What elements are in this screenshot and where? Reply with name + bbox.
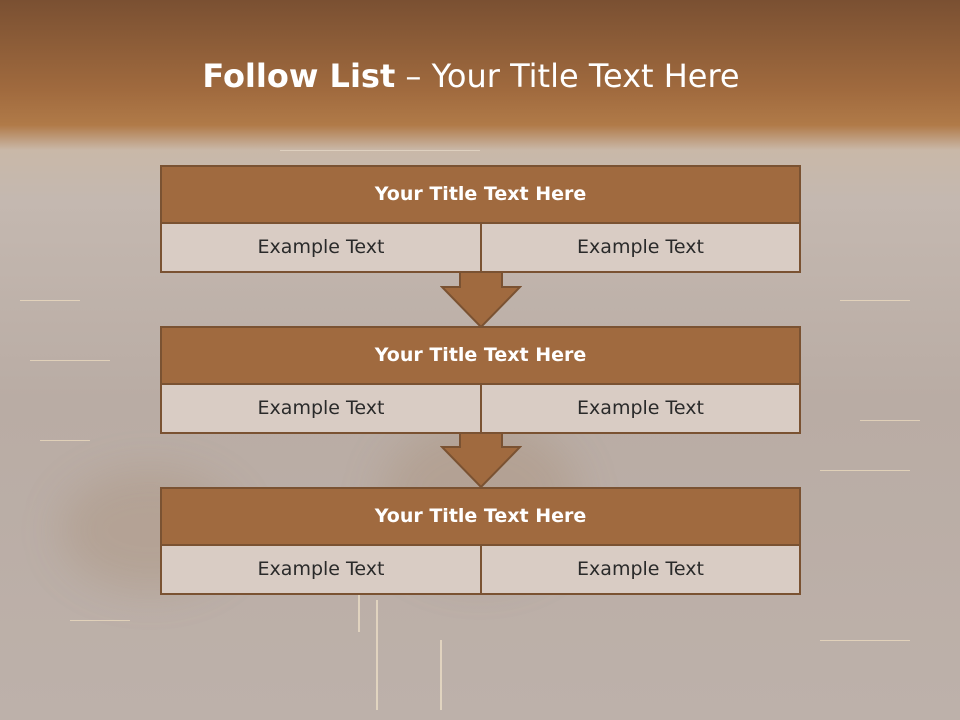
arrow-down-icon [440, 271, 522, 328]
block-cell-left: Example Text [160, 383, 482, 434]
block-cell-left: Example Text [160, 222, 482, 273]
block-header: Your Title Text Here [160, 326, 801, 385]
follow-block-1: Your Title Text Here Example Text Exampl… [160, 165, 801, 273]
block-header: Your Title Text Here [160, 487, 801, 546]
slide-title: Follow List – Your Title Text Here [0, 54, 942, 98]
block-cell-right: Example Text [480, 222, 801, 273]
block-cell-left: Example Text [160, 544, 482, 595]
block-header: Your Title Text Here [160, 165, 801, 224]
title-rest: – Your Title Text Here [395, 57, 740, 95]
block-cell-right: Example Text [480, 383, 801, 434]
block-cell-right: Example Text [480, 544, 801, 595]
title-bold: Follow List [202, 57, 396, 95]
arrow-down-icon [440, 431, 522, 488]
follow-block-3: Your Title Text Here Example Text Exampl… [160, 487, 801, 595]
follow-block-2: Your Title Text Here Example Text Exampl… [160, 326, 801, 434]
